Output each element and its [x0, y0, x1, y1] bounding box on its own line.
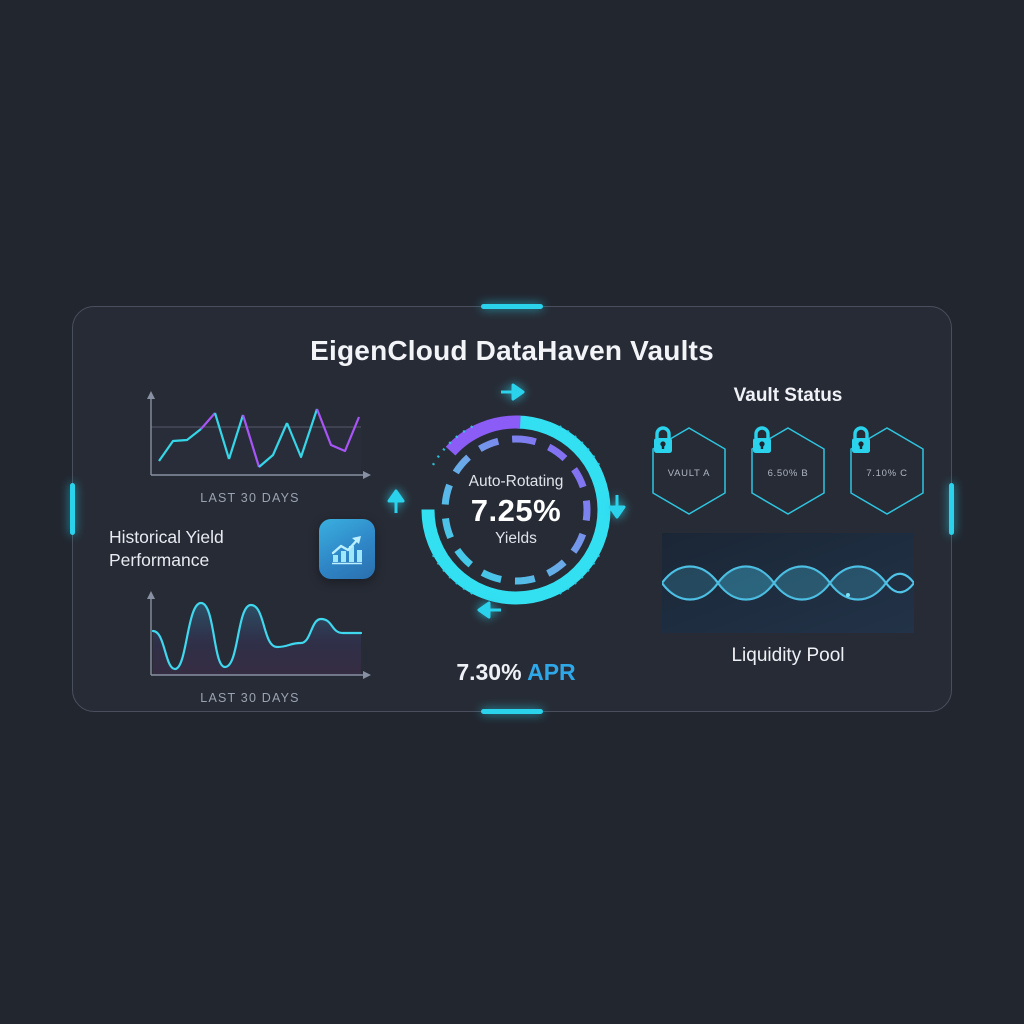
- apr-unit: APR: [527, 659, 576, 685]
- arrow-left-icon: [473, 599, 503, 626]
- lock-icon: [753, 426, 771, 453]
- yield-gauge[interactable]: Auto-Rotating 7.25% Yields: [409, 403, 623, 617]
- historical-yield-heading: Historical Yield Performance: [109, 526, 224, 570]
- historical-performance-panel: LAST 30 DAYS Historical Yield Performanc…: [91, 385, 391, 705]
- liquidity-pool-chart: [662, 533, 914, 633]
- historical-yield-heading-row: Historical Yield Performance: [109, 519, 375, 579]
- vault-hexagon-b[interactable]: 6.50% B: [748, 425, 828, 517]
- apr-readout: 7.30% APR: [391, 659, 641, 686]
- dashboard-card: EigenCloud DataHaven Vaults: [70, 304, 954, 714]
- lock-icon: [852, 426, 870, 453]
- vault-hexagon-c[interactable]: 7.10% C: [847, 425, 927, 517]
- chart-growth-icon: [319, 519, 375, 579]
- vault-hexagon-a[interactable]: VAULT A: [649, 425, 729, 517]
- accent-bar-right: [949, 483, 954, 535]
- arrow-up-icon: [385, 485, 407, 520]
- yield-volatility-chart: [113, 385, 375, 489]
- vault-label-a: VAULT A: [667, 468, 711, 479]
- gauge-wrapper: Auto-Rotating 7.25% Yields: [387, 383, 641, 643]
- apr-value: 7.30%: [456, 659, 522, 685]
- bottom-chart-axis-caption: LAST 30 DAYS: [200, 691, 300, 705]
- accent-bar-bottom: [481, 709, 543, 714]
- historical-yield-area-chart: [113, 585, 375, 689]
- vault-status-panel: Vault Status VAULT A: [641, 385, 935, 705]
- lock-icon: [654, 426, 672, 453]
- page-title: EigenCloud DataHaven Vaults: [310, 335, 714, 366]
- auto-rotating-yield-panel: Auto-Rotating 7.25% Yields: [387, 383, 641, 705]
- liquidity-pool-caption: Liquidity Pool: [731, 645, 845, 666]
- vault-hexagon-row: VAULT A 6.50% B: [641, 425, 935, 517]
- arrow-right-icon: [499, 381, 529, 408]
- top-chart-axis-caption: LAST 30 DAYS: [200, 491, 300, 505]
- arrow-down-icon: [606, 493, 628, 528]
- vault-status-title: Vault Status: [733, 385, 843, 406]
- accent-bar-top: [481, 304, 543, 309]
- accent-bar-left: [70, 483, 75, 535]
- vault-label-c: 7.10% C: [866, 468, 908, 479]
- vault-label-b: 6.50% B: [767, 468, 809, 479]
